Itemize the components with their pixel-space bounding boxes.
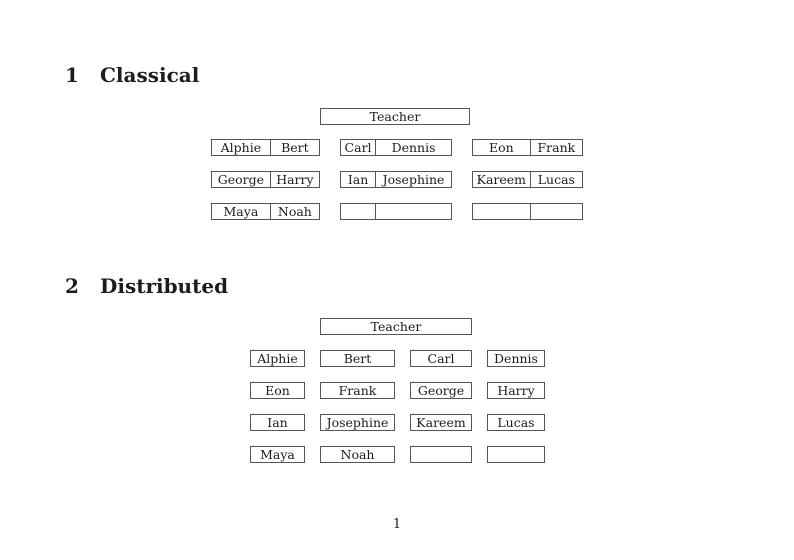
seat-label: Frank bbox=[338, 383, 377, 398]
desk-dennis: Dennis bbox=[487, 350, 545, 367]
section-heading-distributed: 2 Distributed bbox=[65, 275, 228, 297]
seat-label-empty bbox=[473, 204, 531, 219]
teacher-label: Teacher bbox=[369, 109, 421, 124]
seat-label: Carl bbox=[341, 140, 377, 155]
desk-harry: Harry bbox=[487, 382, 545, 399]
seat-label: Alphie bbox=[212, 140, 271, 155]
seat-label: Carl bbox=[427, 351, 455, 366]
desk-empty-3 bbox=[410, 446, 472, 463]
desk-kareem: Kareem bbox=[410, 414, 472, 431]
desk-george-harry: George Harry bbox=[211, 171, 320, 188]
seat-label-empty bbox=[531, 204, 582, 219]
seat-label: Ian bbox=[341, 172, 377, 187]
distributed-teacher-box: Teacher bbox=[320, 318, 472, 335]
section-title: Classical bbox=[100, 63, 200, 87]
section-number: 2 bbox=[65, 274, 79, 298]
section-title: Distributed bbox=[100, 274, 229, 298]
seat-label: Bert bbox=[281, 140, 309, 155]
desk-alphie: Alphie bbox=[250, 350, 305, 367]
desk-empty-2 bbox=[472, 203, 583, 220]
desk-ian: Ian bbox=[250, 414, 305, 431]
desk-ian-josephine: Ian Josephine bbox=[340, 171, 452, 188]
desk-josephine: Josephine bbox=[320, 414, 395, 431]
seat-label: Bert bbox=[343, 351, 372, 366]
seat-label: Maya bbox=[260, 447, 295, 462]
seat-label: George bbox=[417, 383, 465, 398]
section-number: 1 bbox=[65, 63, 79, 87]
desk-frank: Frank bbox=[320, 382, 395, 399]
teacher-label: Teacher bbox=[370, 319, 422, 334]
desk-kareem-lucas: Kareem Lucas bbox=[472, 171, 583, 188]
seat-label: Lucas bbox=[497, 415, 535, 430]
seat-label: Noah bbox=[340, 447, 375, 462]
section-heading-classical: 1 Classical bbox=[65, 64, 199, 86]
seat-label: Harry bbox=[276, 172, 314, 187]
seat-label: Alphie bbox=[257, 351, 298, 366]
seat-label-empty bbox=[376, 204, 451, 219]
seat-label-empty bbox=[411, 447, 471, 462]
seat-label-empty bbox=[341, 204, 377, 219]
desk-maya: Maya bbox=[250, 446, 305, 463]
desk-lucas: Lucas bbox=[487, 414, 545, 431]
seat-label: Josephine bbox=[326, 415, 389, 430]
seat-label: Kareem bbox=[473, 172, 531, 187]
desk-empty-4 bbox=[487, 446, 545, 463]
seat-label-empty bbox=[488, 447, 544, 462]
desk-carl: Carl bbox=[410, 350, 472, 367]
seat-label: Dennis bbox=[494, 351, 538, 366]
seat-label: Dennis bbox=[391, 140, 436, 155]
desk-carl-dennis: Carl Dennis bbox=[340, 139, 452, 156]
seat-label: Ian bbox=[267, 415, 288, 430]
desk-eon-frank: Eon Frank bbox=[472, 139, 583, 156]
seat-label: Josephine bbox=[382, 172, 445, 187]
seat-label: Frank bbox=[537, 140, 576, 155]
seat-label: Noah bbox=[277, 204, 312, 219]
desk-george: George bbox=[410, 382, 472, 399]
seat-label: Eon bbox=[265, 383, 290, 398]
desk-eon: Eon bbox=[250, 382, 305, 399]
desk-maya-noah: Maya Noah bbox=[211, 203, 320, 220]
desk-bert: Bert bbox=[320, 350, 395, 367]
seat-label: Maya bbox=[212, 204, 271, 219]
classical-teacher-box: Teacher bbox=[320, 108, 470, 125]
desk-noah: Noah bbox=[320, 446, 395, 463]
desk-alphie-bert: Alphie Bert bbox=[211, 139, 320, 156]
seat-label: Kareem bbox=[416, 415, 466, 430]
page-number: 1 bbox=[392, 517, 402, 532]
seat-label: Lucas bbox=[537, 172, 575, 187]
seat-label: Harry bbox=[497, 383, 535, 398]
seat-label: George bbox=[212, 172, 271, 187]
desk-empty-1 bbox=[340, 203, 452, 220]
seat-label: Eon bbox=[473, 140, 531, 155]
